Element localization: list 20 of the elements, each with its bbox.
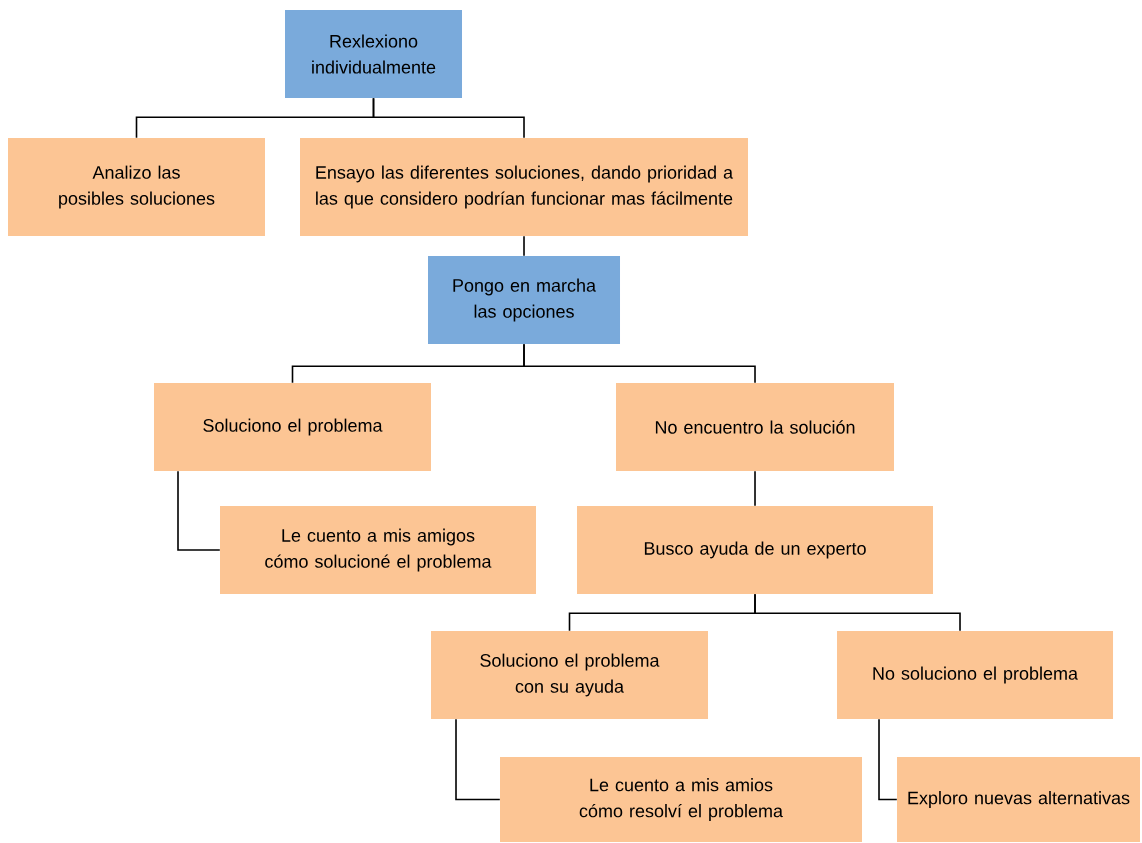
process-box: Ensayo las diferentes soluciones, dando prioridad a las que considero podrían funcionar mas fácilmente [300,138,748,236]
process-box: Soluciono el problema [154,383,431,471]
process-box: No encuentro la solución [616,383,894,471]
process-box: No soluciono el problema [837,631,1113,719]
process-box: Le cuento a mis amios cómo resolví el problema [500,757,862,842]
connector [754,470,756,507]
connector [878,718,898,801]
process-box: Busco ayuda de un experto [577,506,933,594]
process-box: Le cuento a mis amigos cómo solucioné el problema [220,506,536,594]
process-box: Analizo las posibles soluciones [8,138,265,236]
process-box: Pongo en marcha las opciones [428,256,620,344]
process-box: Soluciono el problema con su ayuda [431,631,708,719]
process-box: Exploro nuevas alternativas [897,757,1140,842]
connector [523,343,756,384]
connector [455,718,501,801]
connector [372,97,525,139]
connector [754,593,961,632]
connector [177,470,221,551]
connector [523,235,525,257]
process-box: Rexlexiono individualmente [285,10,462,98]
